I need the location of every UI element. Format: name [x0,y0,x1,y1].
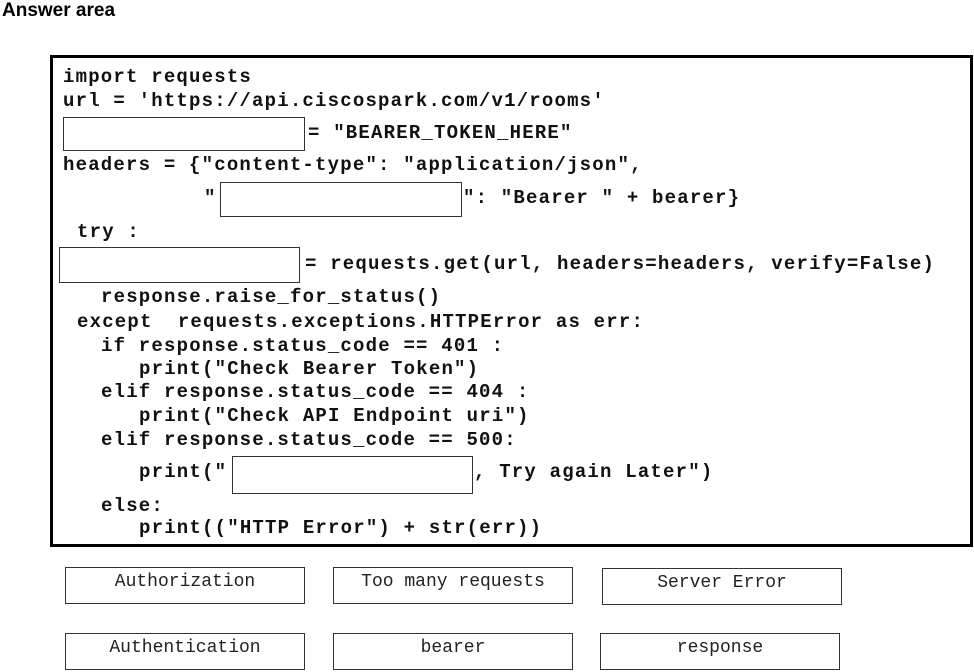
choice-server-error[interactable]: Server Error [602,568,842,605]
code-line: try : [77,221,141,243]
answer-area-title: Answer area [2,0,116,21]
code-line: = "BEARER_TOKEN_HERE" [308,122,573,144]
code-line: = requests.get(url, headers=headers, ver… [305,253,936,275]
code-line: print("Check Bearer Token") [139,358,480,380]
drop-target-3[interactable] [59,247,300,283]
code-line: print(" [139,461,228,483]
choice-bearer[interactable]: bearer [333,633,573,670]
code-line: print("Check API Endpoint uri") [139,405,530,427]
code-line: if response.status_code == 401 : [101,335,505,357]
code-line: response.raise_for_status() [101,286,442,308]
drop-target-2[interactable] [220,182,462,217]
choice-authentication[interactable]: Authentication [65,633,305,670]
code-line: except requests.exceptions.HTTPError as … [77,311,645,333]
code-line: elif response.status_code == 404 : [101,381,530,403]
drop-target-4[interactable] [232,456,473,494]
drop-target-1[interactable] [63,117,305,151]
code-frame [50,55,973,547]
choice-response[interactable]: response [600,633,840,670]
choice-authorization[interactable]: Authorization [65,567,305,604]
code-line: headers = {"content-type": "application/… [63,154,643,176]
code-line: import requests [63,66,253,88]
code-line: elif response.status_code == 500: [101,429,517,451]
code-line: url = 'https://api.ciscospark.com/v1/roo… [63,90,605,112]
code-line: " [204,187,217,209]
code-line: ": "Bearer " + bearer} [463,187,741,209]
code-line: else: [101,495,165,517]
code-line: print(("HTTP Error") + str(err)) [139,517,543,539]
choice-too-many-requests[interactable]: Too many requests [333,567,573,604]
code-line: , Try again Later") [474,461,714,483]
